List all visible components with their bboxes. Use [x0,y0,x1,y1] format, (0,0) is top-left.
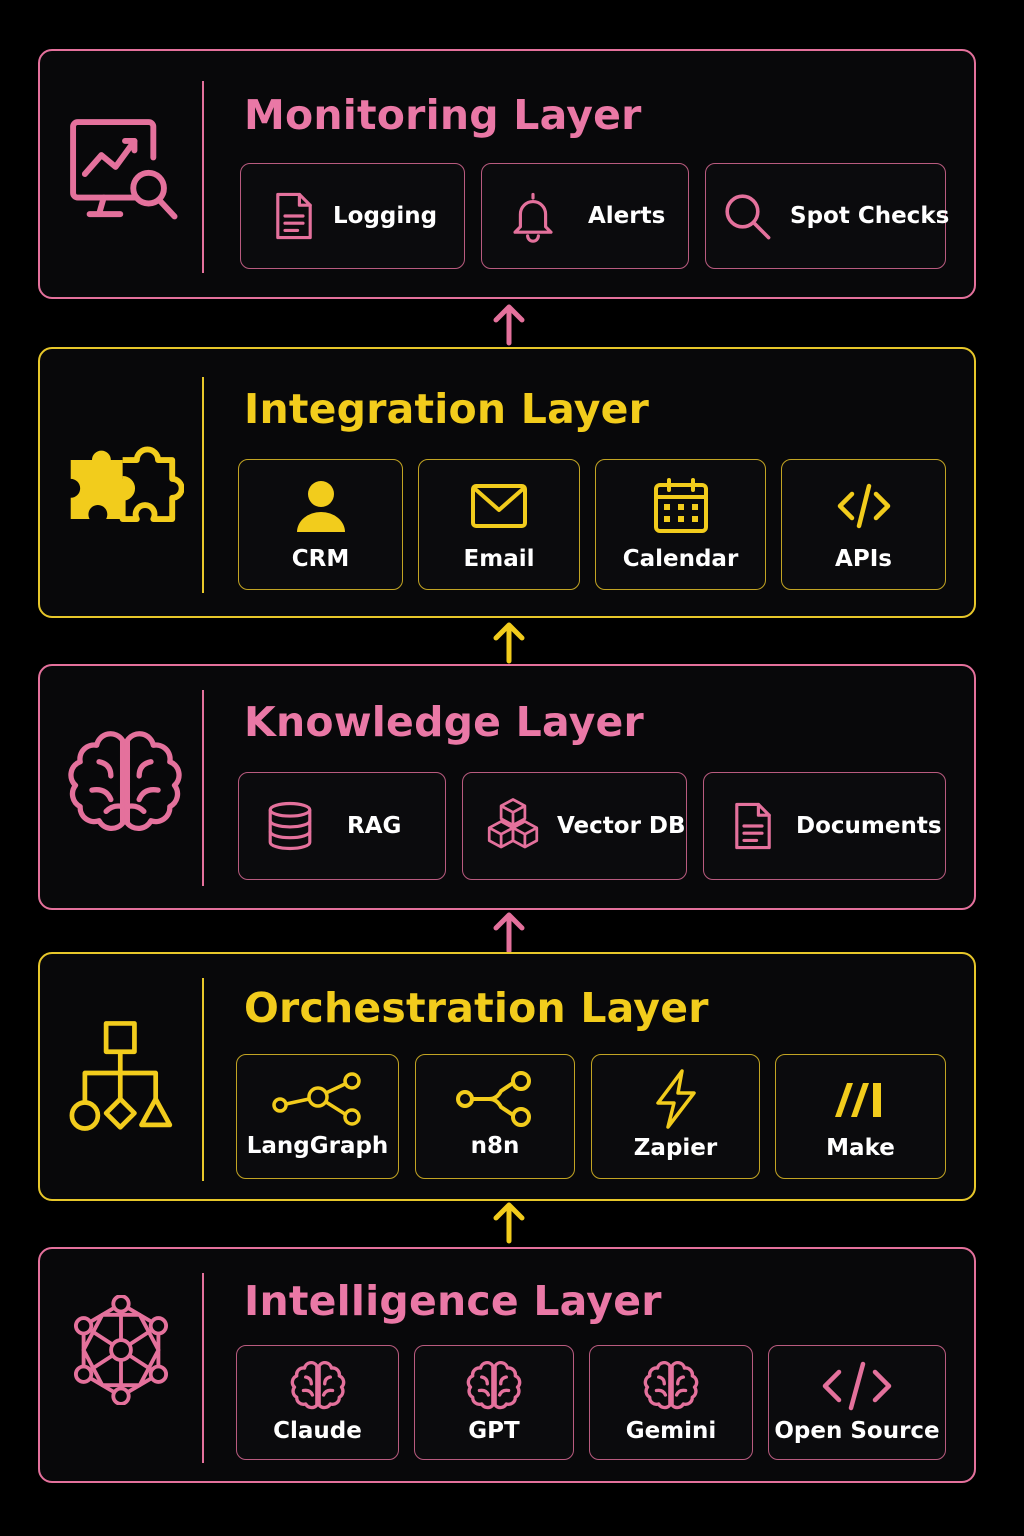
item-label: Spot Checks [790,203,950,229]
item-card-gemini[interactable]: Gemini [589,1345,753,1460]
item-card-n8n[interactable]: n8n [415,1054,575,1179]
item-card-calendar[interactable]: Calendar [595,459,766,590]
item-label: Logging [333,203,438,229]
layer-divider [202,81,204,273]
item-card-apis[interactable]: APIs [781,459,946,590]
database-icon [263,799,317,853]
brain-icon [288,1358,348,1414]
arrow-up-icon [491,1199,527,1245]
document-icon [267,189,321,243]
item-label: CRM [291,546,350,572]
brain-icon [464,1358,524,1414]
make-logo-icon [831,1069,891,1129]
item-card-claude[interactable]: Claude [236,1345,399,1460]
brain-icon [66,724,184,842]
search-icon [720,189,774,243]
item-label: APIs [835,546,892,572]
brain-icon [641,1358,701,1414]
item-label: Make [826,1135,895,1161]
share-nodes-icon [455,1069,535,1129]
cubes-icon [481,794,545,858]
item-card-zapier[interactable]: Zapier [591,1054,760,1179]
item-label: Open Source [774,1418,940,1444]
item-card-documents[interactable]: Documents [703,772,946,880]
neural-network-icon [66,1295,184,1413]
item-card-make[interactable]: Make [775,1054,946,1179]
item-label: Zapier [633,1135,718,1161]
user-icon [291,476,351,536]
layer-title: Orchestration Layer [244,984,709,1032]
orchestration-layer: Orchestration Layer LangGraph n8n Zapier [38,952,976,1201]
layer-divider [202,978,204,1181]
item-card-vector-db[interactable]: Vector DB [462,772,687,880]
layer-divider [202,377,204,593]
item-card-rag[interactable]: RAG [238,772,446,880]
item-label: RAG [347,813,402,839]
item-label: GPT [468,1418,520,1444]
knowledge-layer: Knowledge Layer RAG Vector DB [38,664,976,910]
item-card-alerts[interactable]: Alerts [481,163,689,269]
item-label: Gemini [625,1418,717,1444]
arrow-up-icon [491,909,527,955]
item-card-langgraph[interactable]: LangGraph [236,1054,399,1179]
integration-layer: Integration Layer CRM Email Calen [38,347,976,618]
envelope-icon [469,476,529,536]
arrow-up-icon [491,301,527,347]
layer-title: Monitoring Layer [244,91,642,139]
layer-title: Integration Layer [244,385,650,433]
item-label: Calendar [622,546,739,572]
document-icon [726,799,780,853]
item-card-logging[interactable]: Logging [240,163,465,269]
item-card-open-source[interactable]: Open Source [768,1345,946,1460]
arrow-up-icon [491,619,527,665]
item-label: Documents [796,813,942,839]
monitoring-layer: Monitoring Layer Logging Alerts Spot Che… [38,49,976,299]
item-label: Alerts [588,203,666,229]
item-label: Email [463,546,535,572]
item-card-spot-checks[interactable]: Spot Checks [705,163,950,269]
item-label: LangGraph [246,1133,389,1159]
calendar-icon [651,476,711,536]
code-icon [834,476,894,536]
layer-title: Intelligence Layer [244,1277,662,1325]
code-icon [819,1358,895,1414]
intelligence-layer: Intelligence Layer Claude GPT [38,1247,976,1483]
workflow-tree-icon [66,1014,184,1132]
item-card-email[interactable]: Email [418,459,580,590]
layer-divider [202,1273,204,1463]
item-label: Vector DB [557,813,686,839]
layer-divider [202,690,204,886]
graph-nodes-icon [270,1069,366,1129]
puzzle-icon [66,427,184,545]
bell-icon [506,189,560,243]
monitor-analytics-icon [66,115,184,233]
item-card-gpt[interactable]: GPT [414,1345,574,1460]
item-card-crm[interactable]: CRM [238,459,403,590]
layer-title: Knowledge Layer [244,698,644,746]
item-label: n8n [470,1133,520,1159]
lightning-icon [646,1069,706,1129]
item-label: Claude [273,1418,362,1444]
